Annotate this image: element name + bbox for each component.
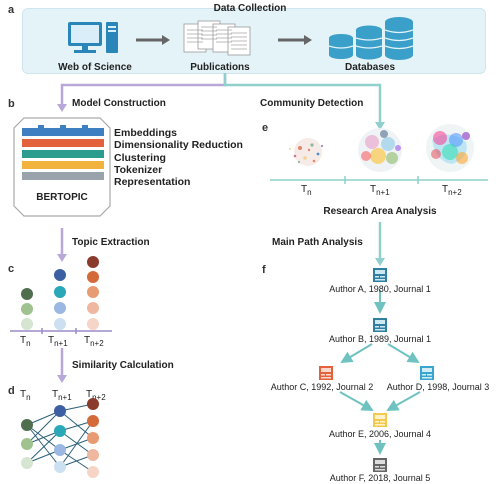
similarity-dots-tn1: [54, 405, 66, 473]
layer-representation: Representation: [114, 176, 191, 189]
topic-extraction-title: Topic Extraction: [72, 237, 150, 248]
topic-dots-tn1: [54, 269, 66, 330]
similarity-calculation-title: Similarity Calculation: [72, 360, 174, 371]
topic-dots-tn2: [87, 256, 99, 330]
bertopic-layers: [22, 128, 104, 180]
label-publications: Publications: [190, 62, 250, 73]
panel-letter-b: b: [8, 98, 15, 110]
period-label-d-tn1: Tn+1: [52, 389, 72, 402]
layer-embeddings: Embeddings: [114, 127, 178, 139]
layer-tokenizer: Tokenizer: [114, 163, 163, 176]
path-node-f: Author F, 2018, Journal 5: [329, 473, 431, 483]
period-label-e-tn: Tn: [301, 184, 312, 197]
network-cluster-tn: [289, 138, 324, 166]
time-axis-c: [10, 328, 112, 334]
label-web-of-science: Web of Science: [58, 62, 132, 73]
period-label-e-tn1: Tn+1: [370, 184, 390, 197]
document-icon-c: [319, 366, 333, 380]
data-collection-graphics: [68, 17, 414, 60]
network-cluster-tn1: [358, 128, 402, 172]
arrow-icon-a1: [136, 35, 170, 45]
community-detection-title: Community Detection: [260, 98, 364, 109]
panel-letter-d: d: [8, 385, 15, 397]
model-construction-title: Model Construction: [72, 98, 166, 109]
period-label-e-tn2: Tn+2: [442, 184, 462, 197]
document-icon-f: [373, 458, 387, 472]
bertopic-label: BERTOPIC: [36, 192, 88, 203]
time-axis-e: [270, 176, 488, 184]
path-node-b: Author B, 1989, Journal 1: [328, 334, 432, 344]
period-label-c-tn2: Tn+2: [84, 335, 104, 348]
path-node-e: Author E, 2006, Journal 4: [328, 429, 432, 439]
document-icon-e: [373, 413, 387, 427]
document-icon-a: [373, 268, 387, 282]
period-label-c-tn1: Tn+1: [48, 335, 68, 348]
panel-letter-e: e: [262, 122, 269, 134]
path-node-d: Author D, 1998, Journal 3: [386, 382, 490, 392]
research-area-analysis-caption: Research Area Analysis: [323, 206, 437, 217]
network-cluster-tn2: [426, 124, 474, 172]
computer-icon: [68, 22, 118, 53]
document-icon-b: [373, 318, 387, 332]
bertopic-layer-list: Embeddings Dimensionality Reduction Clus…: [114, 127, 243, 188]
layer-dimensionality-reduction: Dimensionality Reduction: [114, 139, 243, 152]
publications-icon: [183, 20, 251, 56]
database-icon: [328, 17, 414, 60]
panel-letter-a: a: [8, 4, 15, 16]
period-label-d-tn: Tn: [20, 389, 31, 402]
label-databases: Databases: [344, 62, 396, 73]
period-label-d-tn2: Tn+2: [86, 389, 106, 402]
panel-letter-c: c: [8, 263, 15, 275]
panel-a: a Data Collection: [0, 0, 500, 80]
arrow-icon-a2: [278, 35, 312, 45]
period-label-c-tn: Tn: [20, 335, 31, 348]
path-node-a: Author A, 1980, Journal 1: [329, 284, 431, 294]
similarity-dots-tn2: [87, 398, 99, 478]
layer-clustering: Clustering: [114, 151, 166, 164]
similarity-dots-tn: [21, 419, 33, 469]
topic-dots-tn: [21, 288, 33, 330]
path-node-c: Author C, 1992, Journal 2: [270, 382, 374, 392]
main-path-analysis-title: Main Path Analysis: [272, 237, 363, 248]
data-collection-title: Data Collection: [213, 3, 287, 14]
document-icon-d: [420, 366, 434, 380]
panel-letter-f: f: [262, 264, 266, 276]
